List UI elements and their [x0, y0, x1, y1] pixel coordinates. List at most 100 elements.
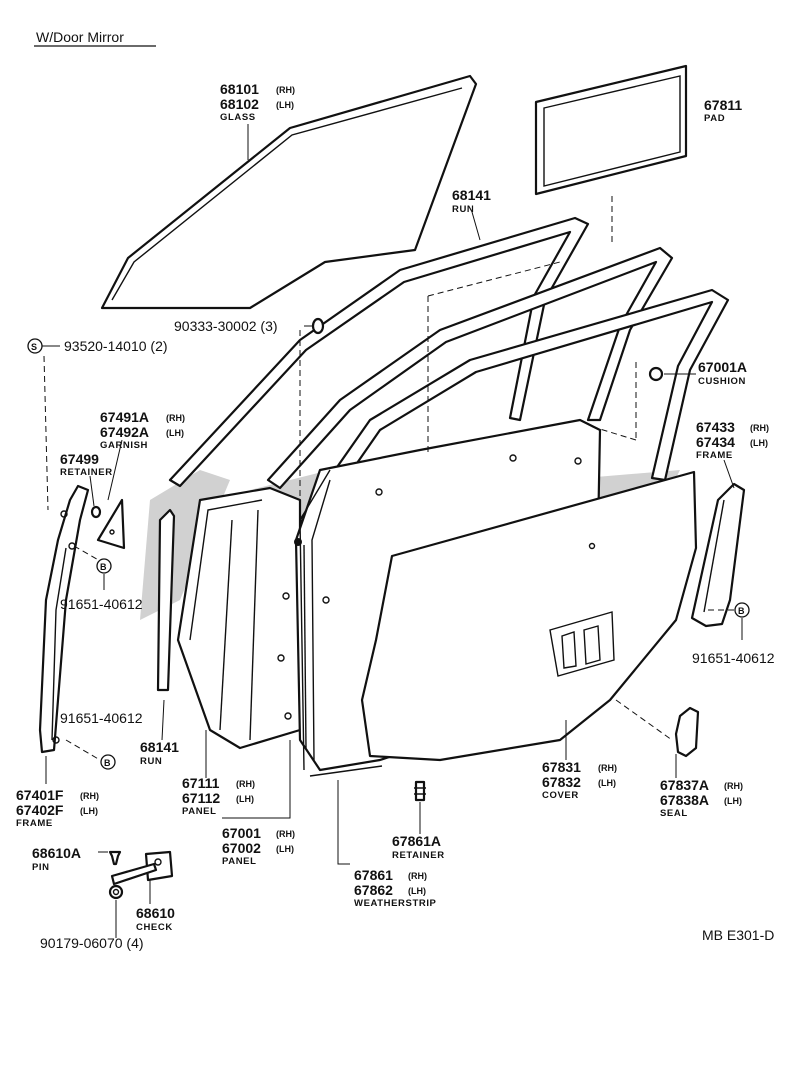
svg-text:(RH): (RH) — [276, 829, 295, 839]
svg-text:(RH): (RH) — [724, 781, 743, 791]
svg-text:68141: 68141 — [140, 739, 179, 755]
callout-s-bolt: S 93520-14010 (2) — [27, 338, 168, 354]
door-sash-inner — [298, 288, 730, 530]
svg-text:COVER: COVER — [542, 790, 579, 801]
svg-text:(RH): (RH) — [598, 763, 617, 773]
svg-text:67001A: 67001A — [698, 359, 747, 375]
svg-text:68101: 68101 — [220, 81, 259, 97]
svg-text:91651-40612: 91651-40612 — [692, 650, 775, 666]
svg-text:68610: 68610 — [136, 905, 175, 921]
svg-text:67001: 67001 — [222, 825, 261, 841]
svg-text:CUSHION: CUSHION — [698, 376, 746, 387]
svg-text:RETAINER: RETAINER — [60, 467, 113, 478]
callout-panel-outer: 67001 (RH) 67002 (LH) PANEL — [222, 825, 295, 867]
callout-b-bolt-1: B 91651-40612 — [60, 558, 143, 612]
svg-text:68141: 68141 — [452, 187, 491, 203]
cover-pocket — [549, 611, 615, 677]
svg-text:67111: 67111 — [182, 775, 220, 791]
callout-panel-inner: 67111 (RH) 67112 (LH) PANEL — [182, 775, 255, 817]
svg-text:90179-06070 (4): 90179-06070 (4) — [40, 935, 144, 951]
svg-text:(LH): (LH) — [724, 796, 742, 806]
svg-text:GLASS: GLASS — [220, 112, 256, 123]
svg-text:(LH): (LH) — [276, 844, 294, 854]
glass-run — [168, 216, 590, 488]
callout-frame-right: 67433 (RH) 67434 (LH) FRAME — [696, 419, 769, 461]
callout-run-top: 68141 RUN — [452, 187, 491, 215]
svg-text:91651-40612: 91651-40612 — [60, 710, 143, 726]
svg-text:90333-30002 (3): 90333-30002 (3) — [174, 318, 278, 334]
svg-text:67499: 67499 — [60, 451, 99, 467]
svg-text:PANEL: PANEL — [182, 806, 217, 817]
door-cover — [360, 470, 698, 762]
svg-text:WEATHERSTRIP: WEATHERSTRIP — [354, 898, 437, 909]
svg-text:67862: 67862 — [354, 882, 393, 898]
callout-check: 68610 CHECK — [136, 905, 175, 933]
svg-text:RUN: RUN — [140, 756, 162, 767]
door-panel-inner — [176, 486, 302, 750]
callout-run-low: 68141 RUN — [140, 739, 179, 767]
svg-text:91651-40612: 91651-40612 — [60, 596, 143, 612]
frame-left — [38, 484, 90, 754]
callout-pad: 67811 PAD — [704, 97, 742, 124]
svg-text:67491A: 67491A — [100, 409, 149, 425]
b-marker: B — [738, 606, 745, 616]
callout-glass: 68101 (RH) 68102 (LH) GLASS — [220, 81, 295, 123]
callout-frame-left: 67401F (RH) 67402F (LH) FRAME — [16, 787, 99, 829]
header-title: W/Door Mirror — [36, 29, 124, 45]
svg-text:67861A: 67861A — [392, 833, 441, 849]
svg-text:(RH): (RH) — [166, 413, 185, 423]
b-marker: B — [100, 562, 107, 572]
svg-text:67401F: 67401F — [16, 787, 64, 803]
svg-text:GARNISH: GARNISH — [100, 440, 148, 451]
callout-retainer-ws: 67861A RETAINER — [392, 833, 445, 861]
leader-lines — [42, 96, 743, 938]
svg-text:(LH): (LH) — [276, 100, 294, 110]
nut-90179 — [108, 884, 124, 900]
svg-text:(LH): (LH) — [80, 806, 98, 816]
svg-text:RUN: RUN — [452, 204, 474, 215]
svg-text:(LH): (LH) — [598, 778, 616, 788]
svg-text:PIN: PIN — [32, 862, 50, 873]
callout-b-bolt-2: B 91651-40612 — [692, 602, 775, 666]
svg-text:(RH): (RH) — [750, 423, 769, 433]
svg-text:(RH): (RH) — [80, 791, 99, 801]
frame-right — [690, 482, 746, 628]
screw-90333 — [311, 317, 325, 335]
door-glass — [100, 74, 478, 310]
pin-68610a — [108, 850, 122, 866]
svg-text:68102: 68102 — [220, 96, 259, 112]
weatherstrip-retainer — [414, 780, 426, 802]
svg-text:FRAME: FRAME — [16, 818, 53, 829]
callout-seal: 67837A (RH) 67838A (LH) SEAL — [660, 777, 743, 819]
b-marker: B — [104, 758, 111, 768]
callout-retainer-left: 67499 RETAINER — [60, 451, 113, 478]
svg-text:67838A: 67838A — [660, 792, 709, 808]
svg-text:67832: 67832 — [542, 774, 581, 790]
callout-nut: 90179-06070 (4) — [40, 935, 144, 951]
svg-text:67837A: 67837A — [660, 777, 709, 793]
svg-text:67811: 67811 — [704, 97, 742, 113]
diagram-code: MB E301-D — [702, 927, 774, 943]
svg-text:67433: 67433 — [696, 419, 735, 435]
s-marker: S — [31, 342, 37, 352]
svg-text:(RH): (RH) — [276, 85, 295, 95]
pad — [534, 64, 688, 196]
svg-text:PAD: PAD — [704, 113, 725, 124]
svg-text:SEAL: SEAL — [660, 808, 688, 819]
svg-text:67112: 67112 — [182, 790, 220, 806]
glass-run-lower — [156, 508, 176, 692]
cushion — [648, 366, 664, 382]
svg-text:67831: 67831 — [542, 759, 581, 775]
callout-cover: 67831 (RH) 67832 (LH) COVER — [542, 759, 617, 801]
svg-text:67861: 67861 — [354, 867, 393, 883]
door-check — [110, 850, 174, 886]
svg-text:67492A: 67492A — [100, 424, 149, 440]
svg-text:(LH): (LH) — [236, 794, 254, 804]
seal — [674, 706, 700, 758]
callout-screw: 90333-30002 (3) — [174, 318, 278, 334]
svg-text:RETAINER: RETAINER — [392, 850, 445, 861]
callout-b-bolt-3: B 91651-40612 — [60, 710, 143, 770]
svg-text:FRAME: FRAME — [696, 450, 733, 461]
garnish — [96, 498, 126, 550]
svg-text:67434: 67434 — [696, 434, 735, 450]
